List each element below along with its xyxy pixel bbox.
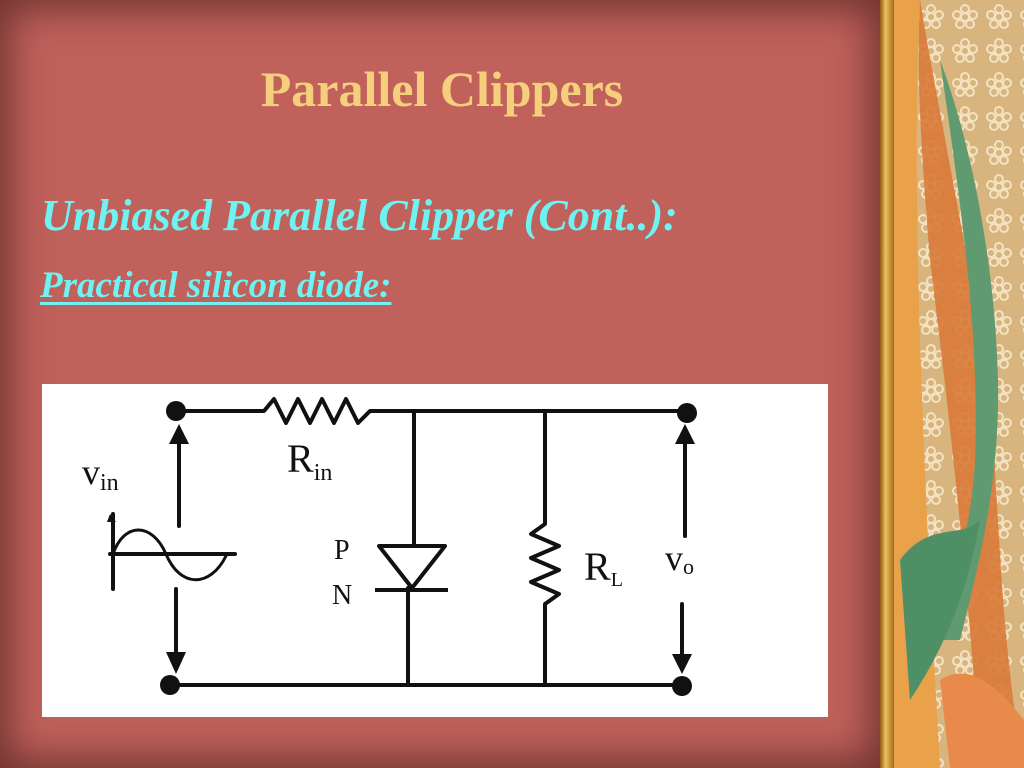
- terminal-output-bottom: [672, 676, 692, 696]
- slide-background: Parallel Clippers Unbiased Parallel Clip…: [0, 0, 880, 768]
- diode-p-label: P: [334, 535, 350, 566]
- sine-axis: [108, 512, 237, 591]
- decorative-side-panel: [880, 0, 1024, 768]
- top-wire: [174, 397, 684, 425]
- diode-symbol: [377, 544, 447, 590]
- load-resistor: [529, 409, 561, 687]
- vin-arrowhead-up: [169, 424, 189, 444]
- terminal-input-bottom: [160, 675, 180, 695]
- diode-n-label: N: [332, 580, 352, 611]
- vo-arrowhead-down: [672, 654, 692, 674]
- vo-label: vo: [665, 538, 694, 579]
- rin-label: Rin: [287, 436, 332, 486]
- vin-arrowhead-down: [166, 652, 186, 674]
- slide-subheading: Practical silicon diode:: [40, 265, 392, 306]
- slide-title: Parallel Clippers: [260, 61, 624, 117]
- circuit-diagram: vin Rin P N RL vo: [42, 384, 828, 717]
- vin-label: vin: [82, 452, 119, 496]
- diode-branch-wire: [406, 409, 416, 687]
- terminal-output-top: [677, 403, 697, 423]
- terminal-input-top: [166, 401, 186, 421]
- sine-wave-icon: [111, 528, 228, 582]
- rl-label: RL: [584, 544, 623, 591]
- vo-arrowhead-up: [675, 424, 695, 444]
- slide-subtitle: Unbiased Parallel Clipper (Cont..):: [41, 191, 678, 240]
